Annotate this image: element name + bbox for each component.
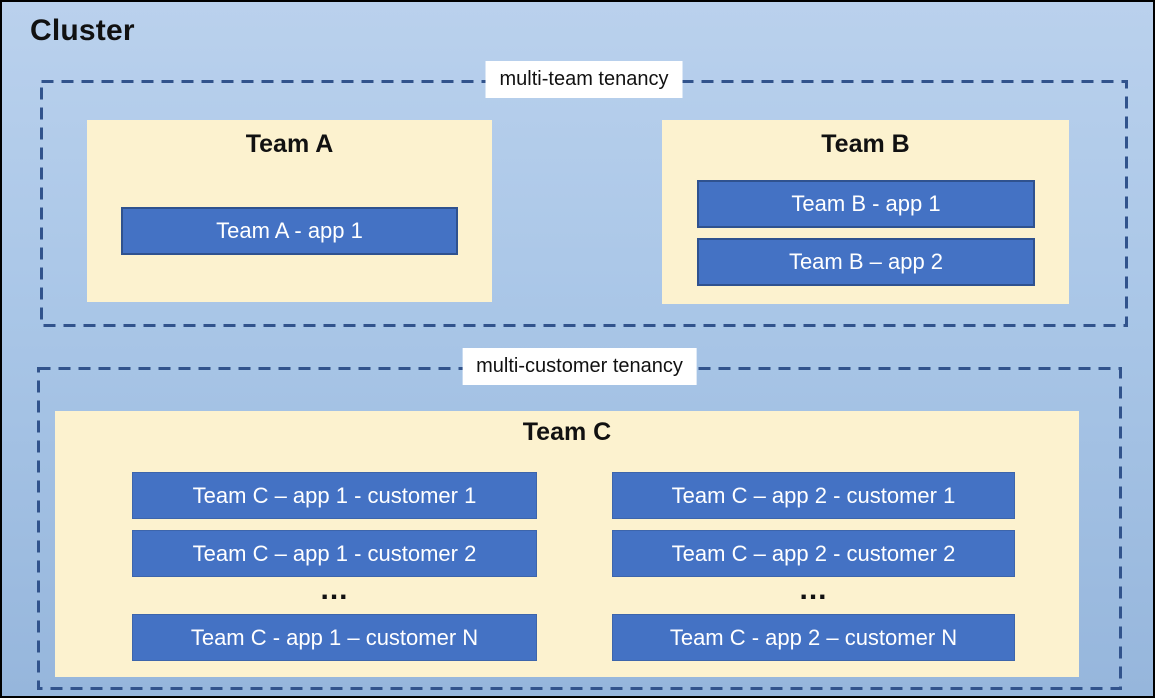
ellipsis-more-customers-app2: ... [799,573,828,606]
team-c-app1-customer-n-node: Team C - app 1 – customer N [132,614,537,661]
team-c-title: Team C [522,418,612,446]
team-c-app1-customer-1-node: Team C – app 1 - customer 1 [132,472,537,519]
team-c-app2-customer-2-node: Team C – app 2 - customer 2 [612,530,1015,577]
team-a-box: Team A Team A - app 1 [87,120,492,302]
multi-customer-tenancy-group: multi-customer tenancy Team C Team C – a… [37,348,1122,690]
team-a-title: Team A [245,130,334,158]
multi-team-tenancy-label: multi-team tenancy [485,61,683,98]
ellipsis-more-customers-app1: ... [320,573,349,606]
team-b-title: Team B [821,130,910,158]
team-b-app-1-node: Team B - app 1 [697,180,1035,228]
team-b-app-2-node: Team B – app 2 [697,238,1035,286]
team-c-app2-customer-1-node: Team C – app 2 - customer 1 [612,472,1015,519]
team-c-app1-customer-2-node: Team C – app 1 - customer 2 [132,530,537,577]
team-c-box: Team C Team C – app 1 - customer 1 Team … [55,411,1079,677]
team-c-app2-customer-n-node: Team C - app 2 – customer N [612,614,1015,661]
team-b-box: Team B Team B - app 1 Team B – app 2 [662,120,1069,304]
multi-customer-tenancy-label: multi-customer tenancy [462,348,697,385]
multi-team-tenancy-group: multi-team tenancy Team A Team A - app 1… [40,61,1128,327]
team-a-app-1-node: Team A - app 1 [121,207,458,255]
cluster-title: Cluster [30,14,135,47]
